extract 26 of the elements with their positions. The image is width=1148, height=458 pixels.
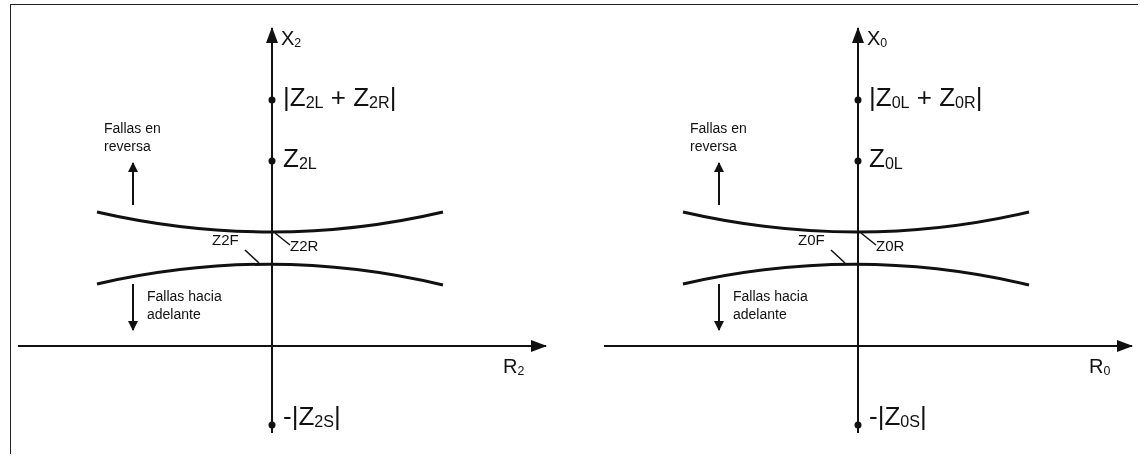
note-text: Fallas en reversa bbox=[104, 120, 162, 155]
characteristic-curve bbox=[682, 210, 1030, 234]
leader-line bbox=[274, 232, 291, 246]
curve-label: Z2R bbox=[290, 238, 319, 253]
impedance-label: -|Z$_{0S}$| bbox=[869, 403, 927, 430]
curve-label: Z0R bbox=[876, 238, 905, 253]
note-text: Fallas hacia adelante bbox=[147, 288, 223, 323]
impedance-label: Z$_{0L}$ bbox=[869, 145, 903, 172]
note-text: Fallas en reversa bbox=[690, 120, 748, 155]
impedance-label: |Z$_{2L}$ + Z$_{2R}$| bbox=[283, 84, 397, 111]
impedance-label: -|Z$_{2S}$| bbox=[283, 403, 341, 430]
leader-line bbox=[830, 249, 846, 264]
curve-label: Z2F bbox=[212, 232, 239, 247]
axis-label: R$_{2}$ bbox=[503, 356, 525, 378]
curve-label: Z0F bbox=[798, 232, 825, 247]
note-text: Fallas hacia adelante bbox=[733, 288, 809, 323]
axis-label: R$_{0}$ bbox=[1089, 356, 1111, 378]
leader-line bbox=[244, 249, 260, 264]
impedance-label: |Z$_{0L}$ + Z$_{0R}$| bbox=[869, 84, 983, 111]
impedance-label: Z$_{2L}$ bbox=[283, 145, 317, 172]
characteristic-curve bbox=[96, 210, 444, 234]
leader-line bbox=[860, 232, 877, 246]
axis-label: X$_{0}$ bbox=[867, 28, 888, 50]
axis-label: X$_{2}$ bbox=[281, 28, 302, 50]
characteristic-curve bbox=[96, 262, 444, 287]
characteristic-curve bbox=[682, 262, 1030, 287]
